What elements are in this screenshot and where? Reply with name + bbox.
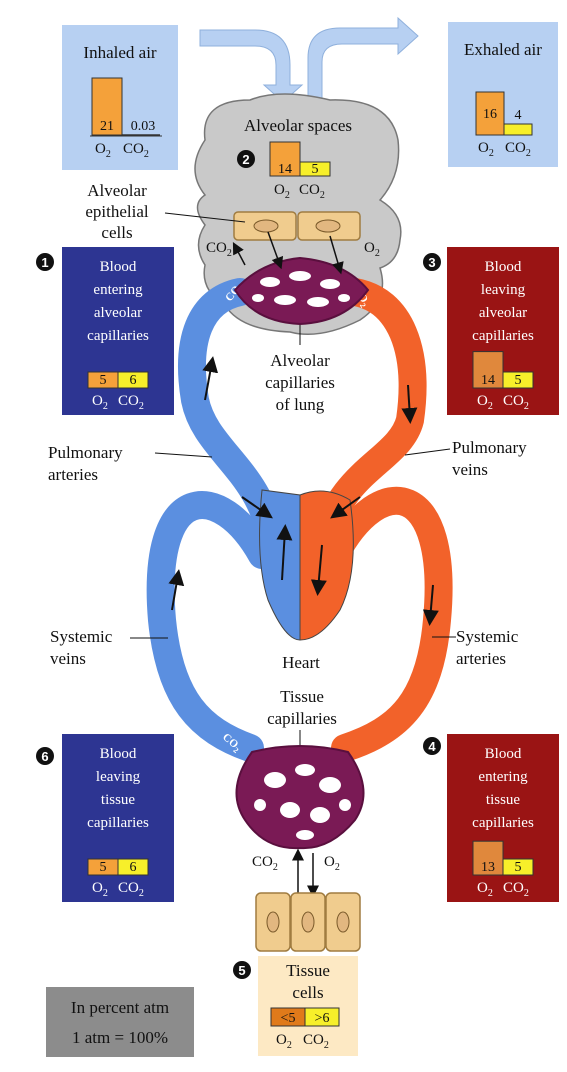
exhaled-co2-bar [504, 124, 532, 135]
pulmonary-veins-label: Pulmonary veins [405, 438, 527, 479]
pulmonary-veins-label-line: Pulmonary [452, 438, 527, 457]
inhale-arrow [200, 30, 302, 102]
systemic-veins-label-line: Systemic [50, 627, 113, 646]
blood-box-label-line: Blood [100, 746, 137, 762]
tissue-o2-gas-label: O2 [324, 854, 340, 873]
blood-box-label-line: capillaries [472, 328, 534, 344]
alveolar-o2-value: 14 [278, 162, 292, 177]
tissue-co2-value: >6 [315, 1011, 330, 1026]
blood-box-co2-value: 6 [130, 373, 137, 388]
airflow-arrows [200, 18, 418, 102]
systemic-vein [161, 505, 262, 748]
capillary-label: Alveolar capillaries of lung [265, 325, 335, 414]
epithelial-label-line: Alveolar [87, 181, 147, 200]
heart: Heart [260, 490, 354, 672]
capillary-label-line: Alveolar [270, 351, 330, 370]
systemic-veins-label-line: veins [50, 649, 86, 668]
tissue-o2-value: <5 [281, 1011, 296, 1026]
inhaled-air-label: Inhaled air [83, 43, 156, 62]
blood-box-label-line: entering [478, 769, 528, 785]
blood-box-co2-value: 5 [515, 860, 522, 875]
blood-box-label-line: Blood [485, 259, 522, 275]
blood-box-label-line: Blood [485, 746, 522, 762]
systemic-arteries-label-line: Systemic [456, 627, 519, 646]
tissue-cells-panel: 5 Tissue cells <5 >6 O2 CO2 [233, 956, 358, 1056]
alveolar-spaces-label: Alveolar spaces [244, 116, 352, 135]
step-number-5: 5 [238, 963, 245, 978]
exhaled-co2-value: 4 [515, 108, 522, 123]
step-number-3: 3 [428, 255, 435, 270]
capillary-label-line: capillaries [265, 373, 335, 392]
blood-box-co2-value: 5 [515, 373, 522, 388]
capillary-label-line: of lung [276, 395, 325, 414]
tissue-capillaries-label-line: Tissue [280, 687, 324, 706]
blood-box-co2-value: 6 [130, 860, 137, 875]
tissue-gas-exchange: CO2 O2 [252, 853, 340, 893]
blood-box-o2-value: 13 [481, 860, 495, 875]
inhaled-co2-value: 0.03 [131, 119, 156, 134]
epithelial-label-line: cells [101, 223, 132, 242]
blood-box-label-line: alveolar [94, 305, 142, 321]
systemic-arteries-label-line: arteries [456, 649, 506, 668]
tissue-cells [256, 893, 360, 951]
blood-box-label-line: entering [93, 282, 143, 298]
blood-box-label-line: leaving [481, 282, 526, 298]
pulmonary-arteries-label: Pulmonary arteries [48, 443, 212, 484]
tissue-cells-label-line: cells [292, 983, 323, 1002]
inhaled-o2-value: 21 [100, 119, 114, 134]
pulmonary-veins-label-line: veins [452, 460, 488, 479]
blood-box-label-line: Blood [100, 259, 137, 275]
blood-box-label-line: capillaries [87, 815, 149, 831]
heart-label: Heart [282, 653, 320, 672]
legend-line: 1 atm = 100% [72, 1028, 168, 1047]
blood-box-o2-value: 5 [100, 860, 107, 875]
step-number-4: 4 [428, 739, 436, 754]
step-number-6: 6 [41, 749, 48, 764]
exhaled-air-label: Exhaled air [464, 40, 542, 59]
epithelial-label-line: epithelial [85, 202, 149, 221]
blood-box-o2-value: 5 [100, 373, 107, 388]
pulmonary-arteries-label-line: Pulmonary [48, 443, 123, 462]
exhaled-air-panel: Exhaled air 16 4 O2 CO2 [448, 22, 558, 167]
blood-box-label-line: tissue [486, 792, 521, 808]
units-legend: In percent atm 1 atm = 100% [46, 987, 194, 1057]
step-number-1: 1 [41, 255, 48, 270]
alveolar-co2-value: 5 [312, 162, 319, 177]
blood-box-4: 4Bloodenteringtissuecapillaries135O2CO2 [423, 734, 559, 902]
blood-box-label-line: tissue [101, 792, 136, 808]
exhale-arrow [308, 18, 418, 100]
legend-line: In percent atm [71, 998, 169, 1017]
blood-box-label-line: alveolar [479, 305, 527, 321]
step-number-2: 2 [242, 152, 249, 167]
tissue-capillary-network [236, 746, 363, 848]
pulmonary-arteries-label-line: arteries [48, 465, 98, 484]
tissue-capillaries-label-line: capillaries [267, 709, 337, 728]
inhaled-air-panel: Inhaled air 21 0.03 O2 CO2 [62, 25, 178, 170]
blood-box-label-line: leaving [96, 769, 141, 785]
blood-box-label-line: capillaries [472, 815, 534, 831]
blood-box-o2-value: 14 [481, 373, 495, 388]
tissue-capillary-label: Tissue capillaries [267, 687, 337, 752]
tissue-co2-gas-label: CO2 [252, 854, 278, 873]
tissue-cells-label-line: Tissue [286, 961, 330, 980]
exhaled-o2-value: 16 [483, 107, 497, 122]
blood-box-label-line: capillaries [87, 328, 149, 344]
